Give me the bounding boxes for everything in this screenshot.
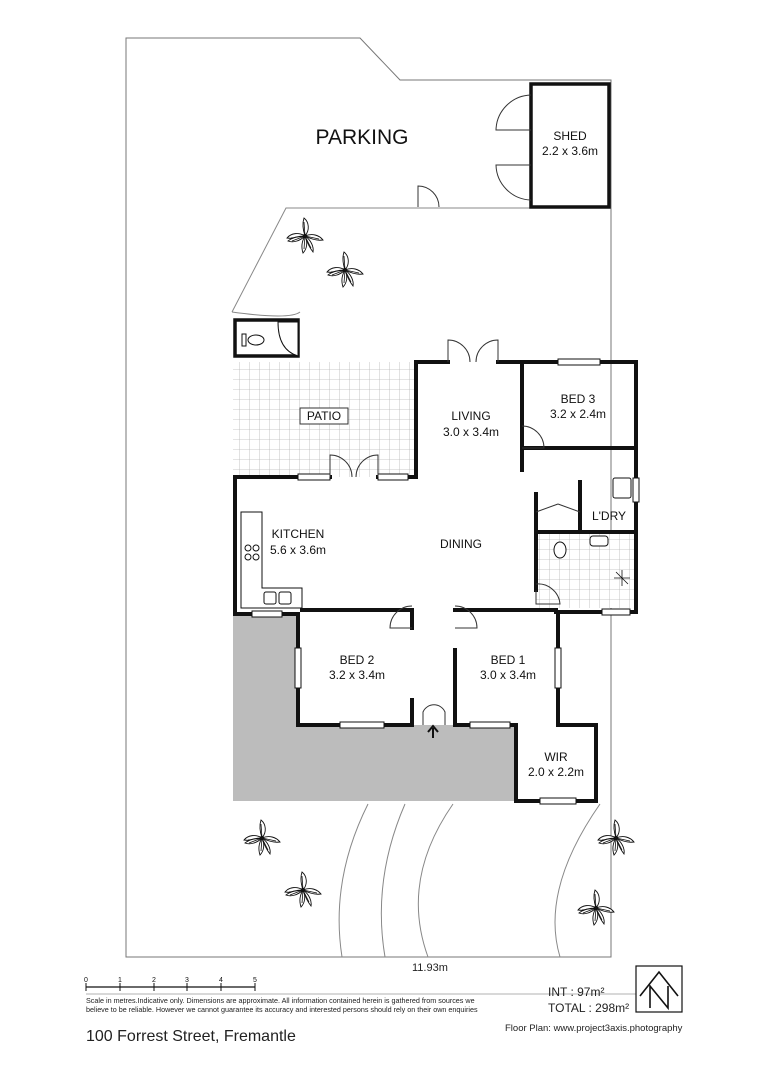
- room-label-laundry: L'DRY: [592, 509, 626, 523]
- shrub-icon: [284, 871, 322, 908]
- door-swing: [329, 454, 353, 478]
- toilet-icon: [553, 541, 567, 559]
- scale-tick-label: 3: [185, 977, 189, 984]
- room-size-shed: 2.2 x 3.6m: [542, 144, 598, 158]
- shower-drain: [614, 570, 630, 586]
- window: [377, 473, 409, 481]
- window: [294, 647, 302, 689]
- wall: [300, 608, 414, 630]
- garden-outline: [231, 311, 301, 317]
- entry-arrow: [427, 724, 439, 738]
- scale-tick-label: 0: [84, 977, 88, 984]
- shrub-icon: [577, 889, 615, 926]
- dimension-width: 11.93m: [412, 962, 448, 974]
- sink: [278, 591, 292, 605]
- room-label-bed1: BED 1: [491, 653, 526, 667]
- shed-outline: [529, 82, 611, 209]
- room-label-dining: DINING: [440, 537, 482, 551]
- disclaimer: Scale in metres.Indicative only. Dimensi…: [86, 996, 478, 1014]
- compass-icon: N: [635, 965, 683, 1013]
- window: [601, 608, 631, 616]
- window: [632, 477, 640, 503]
- window: [557, 358, 601, 366]
- area-internal: INT : 97m²: [548, 985, 605, 999]
- site-boundary: [125, 37, 612, 958]
- bathroom-tiles: [536, 532, 636, 608]
- parking-gate: [417, 185, 440, 208]
- cooktop-burner: [244, 544, 252, 552]
- room-size-bed2: 3.2 x 3.4m: [329, 668, 385, 682]
- door-swing: [422, 704, 446, 725]
- room-label-wir: WIR: [544, 750, 568, 764]
- door-swing: [454, 605, 478, 629]
- driveway-line: [417, 803, 454, 958]
- patio-label-box: [299, 407, 349, 425]
- toilet-door: [277, 321, 299, 357]
- cooktop-burner: [252, 544, 260, 552]
- room-label-shed: SHED: [553, 129, 587, 143]
- toilet-icon: [247, 334, 265, 346]
- shrub-icon: [286, 217, 324, 254]
- room-label-bed3: BED 3: [561, 392, 596, 406]
- toilet-cistern: [241, 333, 247, 347]
- door-swing: [447, 339, 471, 363]
- shrub-icon: [597, 819, 635, 856]
- window: [554, 647, 562, 689]
- door-swing: [355, 454, 379, 478]
- floor-plan-credit: Floor Plan: www.project3axis.photography: [505, 1023, 683, 1034]
- scale-tick-label: 2: [152, 977, 156, 984]
- room-label-patio: PATIO: [307, 409, 341, 423]
- room-size-kitchen: 5.6 x 3.6m: [270, 543, 326, 557]
- driveway-line: [338, 803, 369, 958]
- window: [469, 721, 511, 729]
- door-swing: [475, 339, 499, 363]
- room-size-bed1: 3.0 x 3.4m: [480, 668, 536, 682]
- room-size-bed3: 3.2 x 2.4m: [550, 407, 606, 421]
- door-swing: [389, 605, 413, 629]
- room-label-living: LIVING: [451, 409, 490, 423]
- shed-door: [495, 94, 532, 131]
- cooktop-burner: [252, 553, 260, 561]
- compass-label: N: [659, 989, 660, 991]
- window: [251, 610, 283, 618]
- scale-tick-label: 5: [253, 977, 257, 984]
- window: [297, 473, 331, 481]
- room-label-kitchen: KITCHEN: [272, 527, 325, 541]
- door-swing: [535, 583, 561, 605]
- garden-outline: [231, 207, 611, 313]
- driveway-line: [380, 803, 406, 958]
- vanity-basin: [589, 535, 609, 547]
- shrub-icon: [243, 819, 281, 856]
- room-size-wir: 2.0 x 2.2m: [528, 765, 584, 779]
- area-total: TOTAL : 298m²: [548, 1001, 630, 1015]
- scale-tick-label: 1: [118, 977, 122, 984]
- scale-bar: 0 1 2 3 4 5: [84, 977, 257, 991]
- window: [539, 797, 577, 805]
- scale-tick-label: 4: [219, 977, 223, 984]
- shrub-icon: [326, 251, 364, 288]
- courtyard: [233, 614, 516, 801]
- room-label-bed2: BED 2: [340, 653, 375, 667]
- property-address: 100 Forrest Street, Fremantle: [86, 1028, 296, 1045]
- sink: [263, 591, 277, 605]
- wall: [453, 608, 558, 614]
- wall: [453, 610, 638, 803]
- room-label-parking: PARKING: [316, 126, 409, 149]
- shed-door: [495, 164, 532, 201]
- door-swing: [535, 503, 581, 513]
- wall: [496, 360, 638, 614]
- cooktop-burner: [244, 553, 252, 561]
- window: [339, 721, 385, 729]
- garden-path: [554, 803, 601, 958]
- laundry-tub: [612, 477, 632, 499]
- kitchen-bench: [240, 511, 303, 609]
- door-swing: [521, 425, 545, 449]
- room-size-living: 3.0 x 3.4m: [443, 425, 499, 439]
